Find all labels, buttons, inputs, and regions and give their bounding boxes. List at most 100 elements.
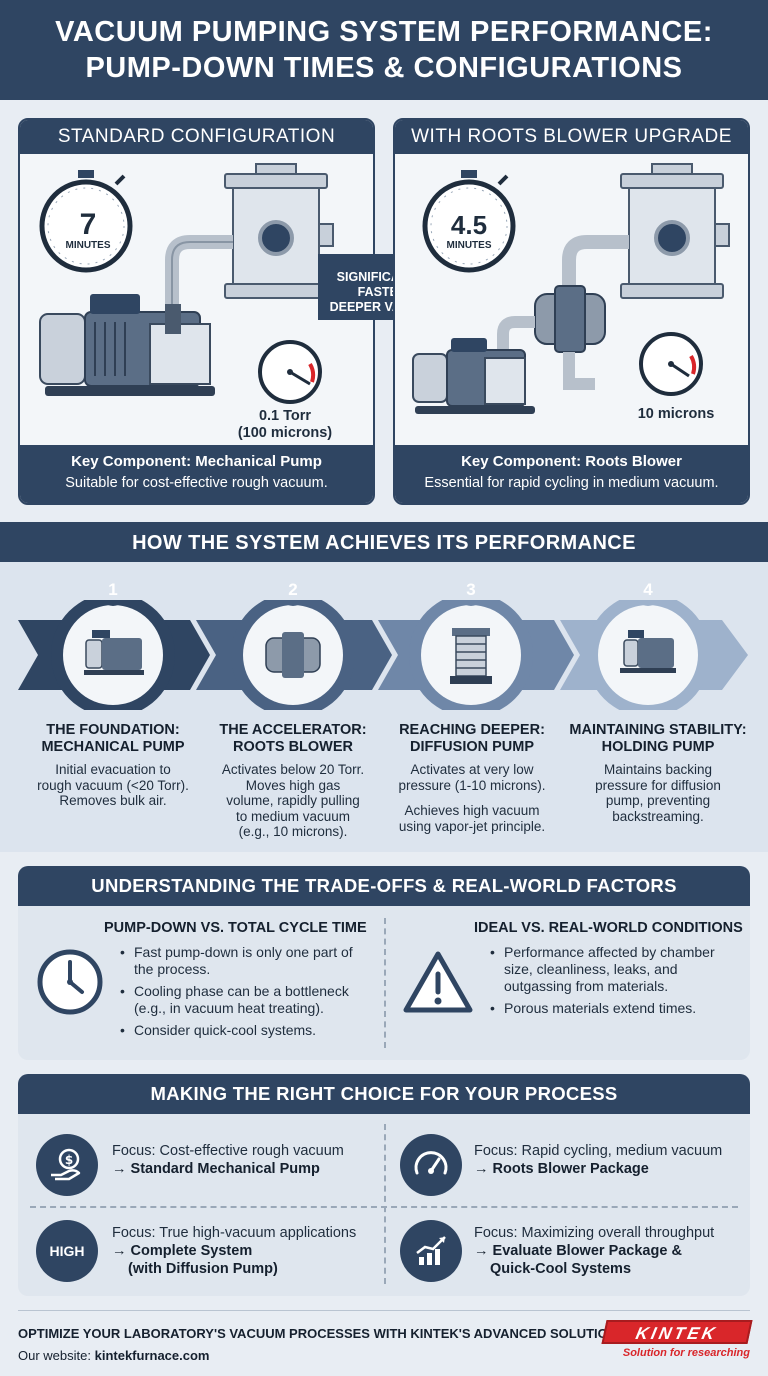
mechanical-pump [412,338,535,414]
roots-description: Essential for rapid cycling in medium va… [424,475,719,491]
step-3-desc-line1: Activates at very low [410,762,534,777]
choice-card: MAKING THE RIGHT CHOICE FOR YOUR PROCESS… [18,1074,750,1296]
choice-divider-vertical [384,1124,386,1284]
step-3-desc2-line1: Achieves high vacuum [404,803,540,818]
standard-config-illustration [39,163,334,404]
step-3-number: 3 [466,580,476,599]
roots-key-component: Key Component: Roots Blower [461,453,682,470]
step-1: THE FOUNDATION: MECHANICAL PUMP Initial … [20,722,206,809]
step-2: THE ACCELERATOR: ROOTS BLOWER Activates … [202,722,384,840]
tradeoffs-right-heading: IDEAL VS. REAL-WORLD CONDITIONS [474,920,743,936]
roots-pressure: 10 microns [637,406,715,422]
roots-config-panel: WITH ROOTS BLOWER UPGRADE [393,118,750,505]
step-1-desc-line2: rough vacuum (<20 Torr). [37,777,189,793]
tradeoffs-left-bullet: Cooling phase can be a bottleneck (e.g.,… [120,983,370,1017]
tradeoffs-divider [384,918,386,1048]
holding-pump-icon [620,630,676,673]
tradeoffs-left-heading: PUMP-DOWN VS. TOTAL CYCLE TIME [104,920,367,936]
step-1-title-line1: THE FOUNDATION: [46,722,180,738]
step-2-desc-line3: volume, rapidly pulling [226,793,360,808]
page-title-line1: VACUUM PUMPING SYSTEM PERFORMANCE: [55,16,713,48]
roots-timer-unit: MINUTES [446,240,492,251]
choice-item-3: Focus: True high-vacuum applications → C… [112,1224,382,1278]
choice-item-1: Focus: Cost-effective rough vacuum → Sta… [112,1142,382,1178]
tradeoffs-right-bullet: Porous materials extend times. [490,1000,730,1017]
vacuum-chamber [620,163,730,299]
step-3-title-line2: DIFFUSION PUMP [409,739,535,755]
process-chevron-strip [18,600,748,710]
standard-key-component: Key Component: Mechanical Pump [71,453,322,470]
vacuum-chamber [224,163,334,299]
step-1-title-line2: MECHANICAL PUMP [41,739,185,755]
choice-4-result-line2: Quick-Cool Systems [490,1261,632,1277]
standard-timer-value: 7 [79,208,97,241]
mechanical-pump [39,294,215,396]
step-2-desc-line2: Moves high gas [245,777,341,793]
stopwatch-icon [39,170,133,273]
step-4-title-line1: MAINTAINING STABILITY: [569,722,747,738]
choice-1-result: → Standard Mechanical Pump [112,1161,320,1177]
tradeoffs-left-bullet: Consider quick-cool systems. [120,1022,370,1039]
kintek-tagline: Solution for researching [622,1347,750,1359]
diffusion-pump-icon [450,628,492,684]
standard-config-title: STANDARD CONFIGURATION [20,120,373,154]
roots-config-title: WITH ROOTS BLOWER UPGRADE [395,120,748,154]
step-4-number: 4 [643,580,653,599]
step-3-desc2-line2: using vapor-jet principle. [398,818,546,834]
step-3-title-line1: REACHING DEEPER: [399,722,545,738]
step-4-desc-line3: pump, preventing [605,793,711,808]
standard-timer-unit: MINUTES [65,240,111,251]
warning-icon [403,951,473,1013]
page-title-line2: PUMP-DOWN TIMES & CONFIGURATIONS [85,52,683,84]
high-badge-text: HIGH [49,1243,85,1259]
choice-4-focus: Focus: Maximizing overall throughput [474,1225,715,1241]
step-1-number: 1 [108,580,118,599]
standard-config-footer: Key Component: Mechanical Pump Suitable … [20,445,373,503]
choice-2-focus: Focus: Rapid cycling, medium vacuum [474,1143,723,1159]
svg-text:$: $ [65,1153,73,1167]
tradeoffs-title: UNDERSTANDING THE TRADE-OFFS & REAL-WORL… [18,866,750,906]
step-2-desc-line4: to medium vacuum [235,808,351,824]
step-3-desc-line2: pressure (1-10 microns). [398,777,546,793]
choice-4-result: → Evaluate Blower Package & [474,1243,682,1259]
step-2-desc-line5: (e.g., 10 microns). [238,824,348,839]
standard-description: Suitable for cost-effective rough vacuum… [65,475,328,491]
choice-item-4: Focus: Maximizing overall throughput → E… [474,1224,744,1278]
standard-pressure-line1: 0.1 Torr [258,408,312,424]
step-4-desc-line4: backstreaming. [612,808,704,824]
clock-icon [37,949,103,1015]
roots-config-illustration [412,163,730,414]
step-1-desc-line1: Initial evacuation to [55,762,171,777]
step-2-title-line2: ROOTS BLOWER [232,739,354,755]
footer-divider [18,1310,750,1311]
roots-config-footer: Key Component: Roots Blower Essential fo… [395,445,748,503]
kintek-logo: KINTEK Solution for researching [601,1320,753,1359]
speedometer-icon [400,1134,462,1196]
growth-chart-icon [400,1220,462,1282]
choice-divider-horizontal [30,1206,738,1208]
step-1-desc-line3: Removes bulk air. [59,793,167,808]
tradeoffs-right-bullet: Performance affected by chamber size, cl… [490,944,730,995]
steps-banner: HOW THE SYSTEM ACHIEVES ITS PERFORMANCE [0,522,768,564]
roots-timer-value: 4.5 [450,210,488,240]
tradeoffs-left-list: Fast pump-down is only one part of the p… [120,944,370,1044]
footer-website-link[interactable]: kintekfurnace.com [94,1348,210,1363]
pressure-gauge-icon [639,332,703,396]
step-4-desc-line2: pressure for diffusion [595,777,721,793]
high-badge-icon: HIGH [36,1220,98,1282]
choice-item-2: Focus: Rapid cycling, medium vacuum → Ro… [474,1142,744,1178]
step-4-desc-line1: Maintains backing [603,762,713,777]
step-2-number: 2 [288,580,298,599]
footer-website-row: Our website: kintekfurnace.com [18,1348,209,1363]
choice-2-result: → Roots Blower Package [474,1161,649,1177]
choice-3-result: → Complete System [112,1243,253,1259]
step-3: REACHING DEEPER: DIFFUSION PUMP Activate… [384,722,560,834]
standard-config-panel: STANDARD CONFIGURATION [18,118,375,505]
tradeoffs-right-list: Performance affected by chamber size, cl… [490,944,730,1022]
roots-blower-icon [265,632,321,678]
kintek-logo-text: KINTEK [601,1320,753,1344]
pressure-gauge-icon [258,340,322,404]
choice-3-result-line2: (with Diffusion Pump) [128,1261,278,1277]
footer-cta: OPTIMIZE YOUR LABORATORY'S VACUUM PROCES… [18,1326,631,1341]
tradeoffs-left-bullet: Fast pump-down is only one part of the p… [120,944,370,978]
